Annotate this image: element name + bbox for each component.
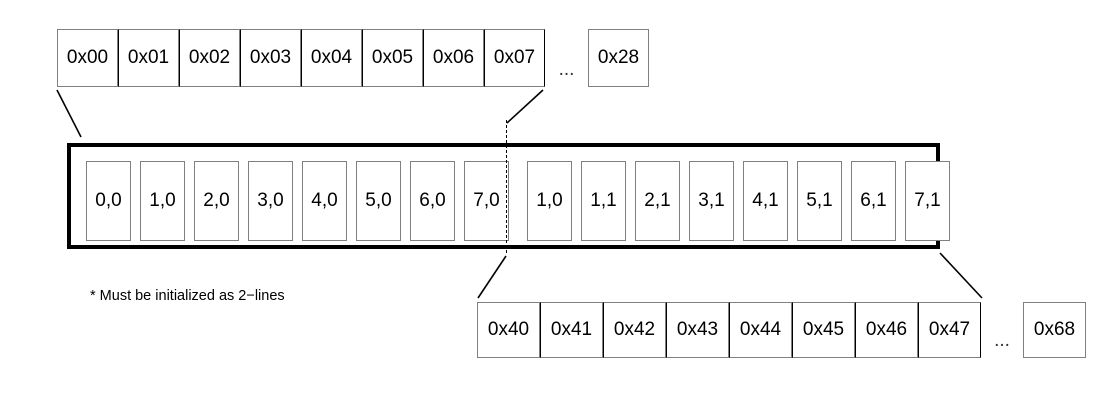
cache-line-split-marker	[506, 120, 507, 253]
cache-line-cells: 0,0 1,0 2,0 3,0 4,0 5,0 6,0 7,0 1,0 1,1 …	[86, 161, 950, 241]
cache-line-cell: 1,0	[140, 161, 185, 241]
cache-line-cell: 6,1	[851, 161, 896, 241]
cache-line-cell: 6,0	[410, 161, 455, 241]
address-ellipsis: ...	[994, 330, 1010, 351]
address-cell: 0x40	[477, 302, 540, 358]
address-cell: 0x00	[57, 29, 118, 87]
address-cell: 0x01	[118, 29, 179, 87]
cache-line-cell: 3,1	[689, 161, 734, 241]
cache-line-cell: 4,1	[743, 161, 788, 241]
address-cell: 0x42	[603, 302, 666, 358]
cache-line-cell: 2,0	[194, 161, 239, 241]
address-cell: 0x06	[423, 29, 484, 87]
cache-line-cell: 7,0	[464, 161, 509, 241]
address-cell: 0x41	[540, 302, 603, 358]
cache-line-cell: 5,1	[797, 161, 842, 241]
address-cell: 0x02	[179, 29, 240, 87]
address-cell: 0x07	[484, 29, 545, 87]
address-cell-tail: 0x68	[1023, 302, 1086, 358]
cache-line-cell: 5,0	[356, 161, 401, 241]
address-cell: 0x45	[792, 302, 855, 358]
cache-line-cell: 1,0	[527, 161, 572, 241]
leader-top-left	[56, 89, 82, 138]
address-cell: 0x47	[918, 302, 981, 358]
address-cell: 0x43	[666, 302, 729, 358]
leader-bottom-right	[939, 252, 983, 299]
address-cell: 0x46	[855, 302, 918, 358]
address-cell-tail: 0x28	[588, 29, 649, 87]
leader-top-right	[506, 89, 544, 124]
cache-line-cell: 7,1	[905, 161, 950, 241]
address-cell: 0x44	[729, 302, 792, 358]
footnote-text: * Must be initialized as 2−lines	[90, 288, 285, 304]
leader-bottom-left	[477, 255, 507, 299]
address-cell: 0x05	[362, 29, 423, 87]
lower-address-row: 0x40 0x41 0x42 0x43 0x44 0x45 0x46 0x47 …	[477, 302, 1086, 358]
cache-line-cell: 4,0	[302, 161, 347, 241]
address-ellipsis: ...	[558, 59, 575, 80]
upper-address-row: 0x00 0x01 0x02 0x03 0x04 0x05 0x06 0x07 …	[57, 29, 649, 87]
cache-line-cell: 2,1	[635, 161, 680, 241]
cache-line-cell: 0,0	[86, 161, 131, 241]
address-cell: 0x04	[301, 29, 362, 87]
address-cell: 0x03	[240, 29, 301, 87]
cache-line-cell: 3,0	[248, 161, 293, 241]
cache-line-cell: 1,1	[581, 161, 626, 241]
